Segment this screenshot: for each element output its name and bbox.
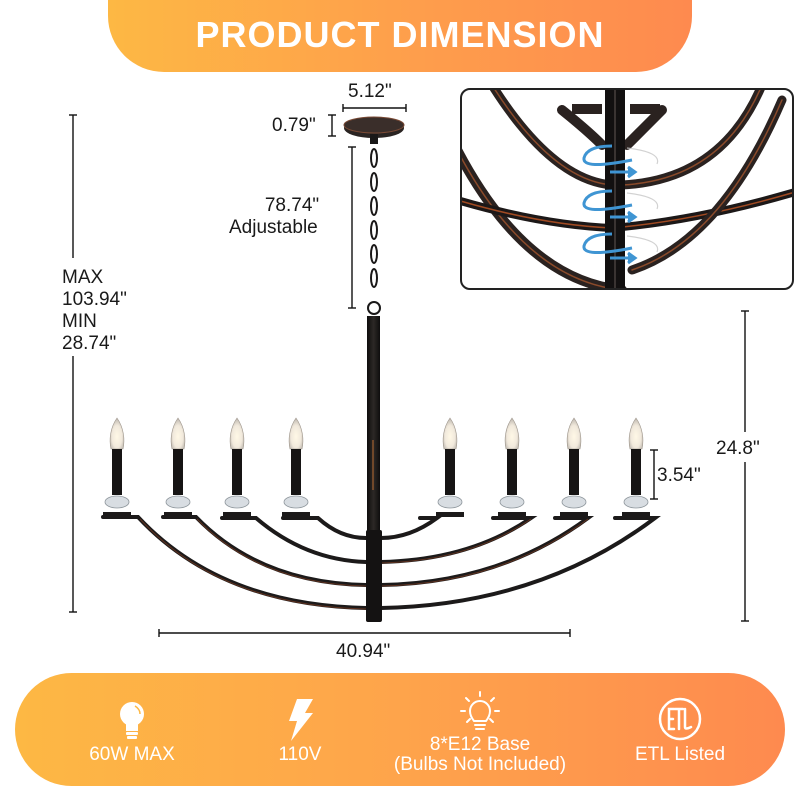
closeup-illustration <box>462 90 792 288</box>
feature-bulb-base-sublabel: (Bulbs Not Included) <box>393 754 567 775</box>
candle-height-label: 3.54" <box>657 465 701 486</box>
fixture-width-label: 40.94" <box>336 641 391 662</box>
chain-adjustable-label: Adjustable <box>229 217 318 238</box>
feature-bulb-base-label: 8*E12 Base <box>429 734 531 755</box>
chain-length-label: 78.74" <box>264 195 320 216</box>
feature-wattage: 60W MAX <box>67 673 197 786</box>
overall-min-label: MIN <box>62 311 97 332</box>
features-banner: 60W MAX 110V <box>15 673 785 786</box>
canopy-height-label: 0.79" <box>272 115 316 136</box>
arm-highlights <box>139 518 589 610</box>
light-bulb-icon <box>118 689 146 741</box>
canopy <box>343 116 405 144</box>
feature-wattage-label: 60W MAX <box>89 744 175 765</box>
chandelier-arms <box>101 515 661 610</box>
adjustable-arms-closeup <box>460 88 794 290</box>
fixture-height-label: 24.8" <box>716 438 760 459</box>
glowing-bulb-icon <box>458 683 502 735</box>
lightning-bolt-icon <box>285 689 315 741</box>
dimension-lines <box>69 104 749 637</box>
feature-voltage-label: 110V <box>278 744 322 765</box>
canopy-width-label: 5.12" <box>348 81 392 102</box>
page-title: PRODUCT DIMENSION <box>195 14 605 55</box>
center-stem <box>366 316 382 622</box>
chain <box>367 148 381 315</box>
feature-certification-label: ETL Listed <box>634 744 726 765</box>
overall-max-label: MAX <box>62 267 104 288</box>
feature-bulb-base: 8*E12 Base (Bulbs Not Included) <box>365 673 595 786</box>
etl-logo-icon <box>658 689 702 741</box>
feature-certification: ETL Listed <box>625 673 735 786</box>
header-banner: PRODUCT DIMENSION <box>108 0 692 72</box>
overall-min-value: 28.74" <box>62 333 117 354</box>
overall-max-value: 103.94" <box>62 289 127 310</box>
rotation-arrows <box>582 144 638 265</box>
feature-voltage: 110V <box>250 673 350 786</box>
candles <box>103 417 650 517</box>
